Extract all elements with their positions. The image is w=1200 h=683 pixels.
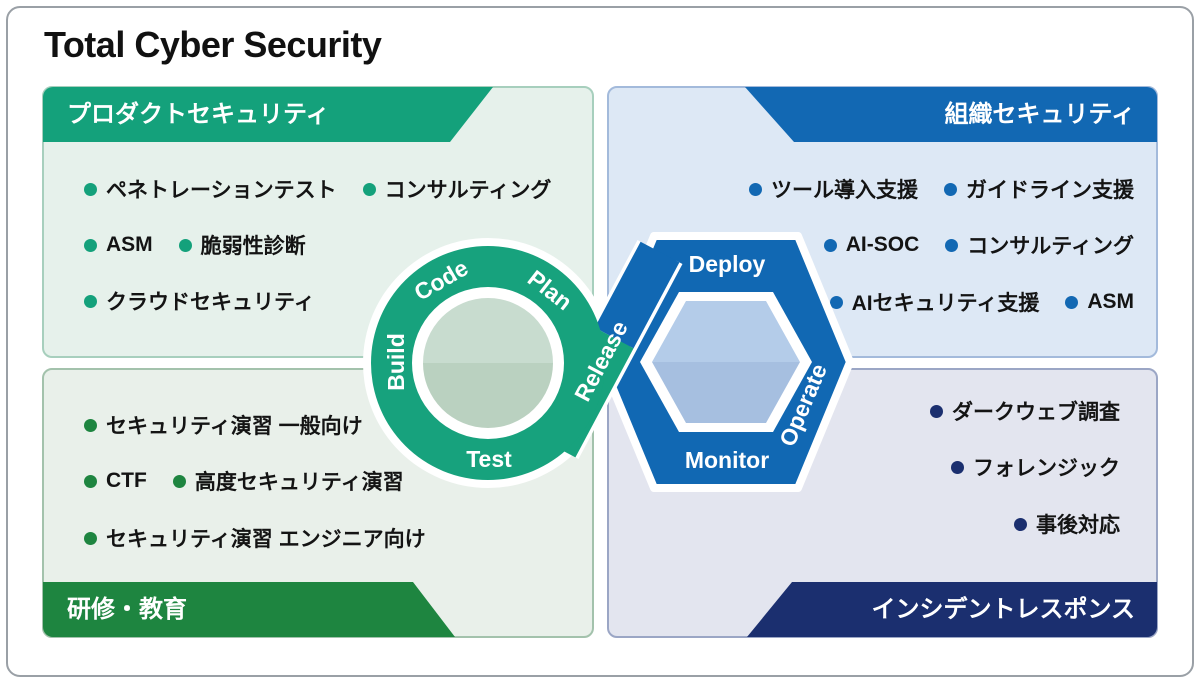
list-item: フォレンジック	[951, 452, 1120, 482]
training-row-3: セキュリティ演習 エンジニア向け	[84, 523, 426, 553]
bullet-dot-icon	[84, 418, 97, 432]
organization-row-1: ツール導入支援 ガイドライン支援	[749, 174, 1134, 204]
incident-response-banner: インシデントレスポンス	[747, 582, 1157, 637]
incident-row-1: ダークウェブ調査	[930, 396, 1120, 426]
bullet-dot-icon	[829, 295, 843, 309]
incident-row-3: 事後対応	[1014, 509, 1120, 539]
list-item: ツール導入支援	[749, 174, 918, 204]
list-item: コンサルティング	[945, 230, 1134, 260]
list-item: コンサルティング	[362, 174, 551, 204]
list-item: 高度セキュリティ演習	[172, 466, 404, 496]
bullet-dot-icon	[944, 182, 957, 196]
list-item: ASM	[84, 233, 153, 257]
organization-row-3: AIセキュリティ支援 ASM	[829, 287, 1134, 317]
bullet-dot-icon	[362, 182, 376, 196]
list-item: セキュリティ演習 エンジニア向け	[84, 523, 426, 553]
bullet-dot-icon	[84, 182, 97, 196]
list-item: ペネトレーションテスト	[84, 174, 337, 204]
training-education-card: セキュリティ演習 一般向け CTF 高度セキュリティ演習 セキュリティ演習 エン…	[42, 368, 594, 638]
bullet-dot-icon	[1065, 295, 1079, 309]
bullet-dot-icon	[178, 238, 192, 252]
training-row-2: CTF 高度セキュリティ演習	[84, 466, 404, 496]
bullet-dot-icon	[749, 182, 762, 196]
training-education-banner: 研修・教育	[43, 582, 455, 637]
list-item: 事後対応	[1014, 509, 1120, 539]
product-row-2: ASM 脆弱性診断	[84, 230, 306, 260]
bullet-dot-icon	[945, 238, 959, 252]
list-item: AIセキュリティ支援	[829, 287, 1039, 317]
training-row-1: セキュリティ演習 一般向け	[84, 410, 363, 440]
list-item: 脆弱性診断	[178, 230, 306, 260]
organization-security-card: 組織セキュリティ ツール導入支援 ガイドライン支援 AI-SOC コンサルティン…	[607, 86, 1158, 358]
list-item: ダークウェブ調査	[930, 396, 1120, 426]
bullet-dot-icon	[84, 238, 97, 252]
page-title: Total Cyber Security	[44, 24, 382, 65]
bullet-dot-icon	[84, 294, 97, 308]
list-item: ガイドライン支援	[944, 174, 1134, 204]
list-item: AI-SOC	[823, 233, 919, 257]
product-security-banner: プロダクトセキュリティ	[43, 87, 493, 142]
organization-row-2: AI-SOC コンサルティング	[823, 230, 1134, 260]
incident-response-card: ダークウェブ調査 フォレンジック 事後対応 インシデントレスポンス	[607, 368, 1158, 638]
list-item: ASM	[1065, 290, 1134, 314]
bullet-dot-icon	[951, 460, 964, 474]
bullet-dot-icon	[84, 531, 97, 545]
list-item: CTF	[84, 469, 147, 493]
bullet-dot-icon	[1014, 517, 1027, 531]
bullet-dot-icon	[823, 238, 837, 252]
list-item: セキュリティ演習 一般向け	[84, 410, 363, 440]
bullet-dot-icon	[930, 404, 943, 418]
bullet-dot-icon	[84, 474, 97, 488]
list-item: クラウドセキュリティ	[84, 286, 315, 316]
incident-row-2: フォレンジック	[951, 452, 1120, 482]
product-row-1: ペネトレーションテスト コンサルティング	[84, 174, 551, 204]
bullet-dot-icon	[172, 474, 186, 488]
product-row-3: クラウドセキュリティ	[84, 286, 315, 316]
product-security-card: プロダクトセキュリティ ペネトレーションテスト コンサルティング ASM 脆弱性…	[42, 86, 594, 358]
organization-security-banner: 組織セキュリティ	[745, 87, 1157, 142]
